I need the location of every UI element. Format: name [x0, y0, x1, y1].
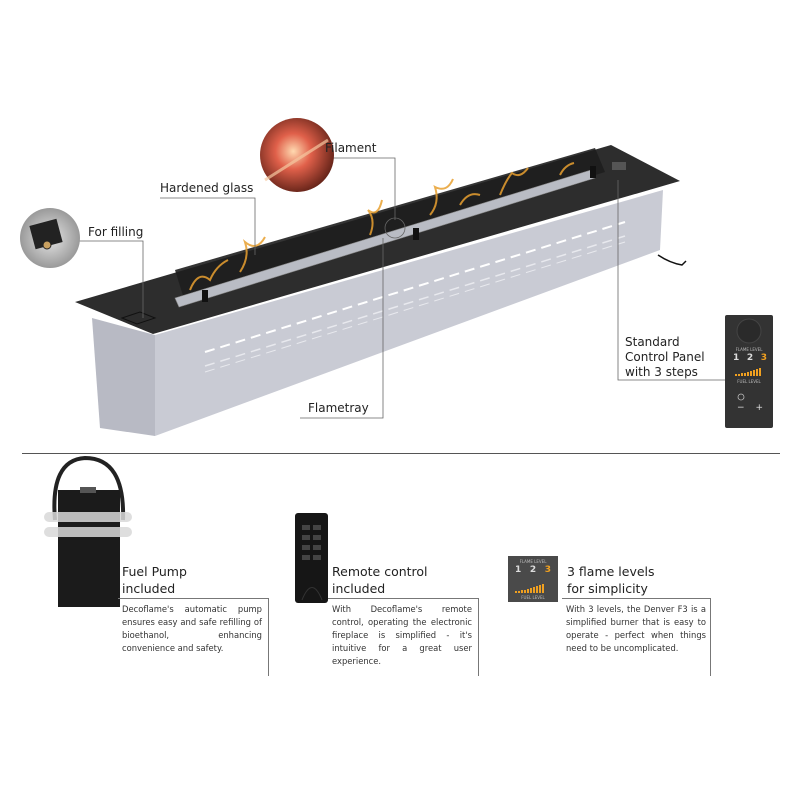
bar-clip — [413, 228, 419, 240]
label-control-panel-line: Control Panel — [625, 350, 705, 364]
feature-desc-flame-levels: With 3 levels, the Denver F3 is a simpli… — [566, 604, 706, 653]
feature-box-remote — [328, 598, 479, 676]
bar-clip — [590, 166, 596, 178]
control-panel-levels: 1 2 3 — [733, 353, 767, 363]
remote-control-image — [295, 513, 328, 603]
power-cord — [657, 254, 687, 266]
label-for-filling: For filling — [88, 225, 144, 239]
feature-title-flame-levels: 3 flame levels for simplicity — [567, 563, 655, 597]
feature-title-line: for simplicity — [567, 581, 648, 596]
mini-level-3: 3 — [544, 565, 551, 575]
label-hardened-glass: Hardened glass — [160, 181, 254, 195]
level-1[interactable]: 1 — [733, 353, 740, 363]
vent-slots — [204, 221, 626, 373]
filling-hatch-cover — [120, 311, 157, 325]
bar-clip — [202, 290, 208, 302]
plus-button[interactable]: + — [755, 403, 763, 413]
feature-title-line: included — [122, 581, 176, 596]
control-panel-flame-level: FLAME LEVEL — [735, 347, 763, 352]
mini-fuel-level: FUEL LEVEL — [521, 595, 545, 600]
flame-levels-image — [508, 556, 558, 602]
feature-title-line: Remote control — [332, 564, 428, 579]
filament-inset-image — [260, 118, 334, 192]
level-2[interactable]: 2 — [746, 353, 754, 363]
label-control-panel: Standard Control Panel with 3 steps — [625, 335, 705, 380]
control-buttons — [612, 162, 626, 170]
minus-button[interactable]: − — [737, 403, 745, 413]
label-flametray: Flametray — [308, 401, 369, 415]
label-control-panel-line: Standard — [625, 335, 680, 349]
control-panel-adjust: − + — [737, 403, 763, 413]
section-divider — [22, 453, 780, 454]
feature-title-fuel-pump: Fuel Pump included — [122, 563, 187, 597]
callout-lines — [78, 157, 725, 419]
mini-level-2: 2 — [529, 565, 537, 575]
level-3[interactable]: 3 — [760, 353, 767, 363]
mini-flame-level: FLAME LEVEL — [519, 559, 547, 564]
fuel-pump-image — [44, 455, 132, 607]
feature-title-line: 3 flame levels — [567, 564, 655, 579]
label-filament: Filament — [325, 141, 377, 155]
control-panel-image — [725, 315, 773, 428]
feature-title-remote: Remote control included — [332, 563, 428, 597]
feature-desc-remote: With Decoflame's remote control, operati… — [332, 604, 472, 666]
flames — [189, 162, 575, 291]
feature-title-line: Fuel Pump — [122, 564, 187, 579]
burner-side-face — [92, 318, 155, 436]
burner-front-face — [155, 190, 663, 436]
feature-box-fuel-pump — [118, 598, 269, 676]
label-control-panel-line: with 3 steps — [625, 365, 698, 379]
hardened-glass — [175, 148, 605, 302]
feature-box-flame-levels — [562, 598, 711, 676]
mini-levels: 1 2 3 — [515, 565, 551, 575]
control-panel-fuel-level: FUEL LEVEL — [737, 379, 761, 384]
mini-level-1: 1 — [515, 565, 522, 575]
feature-desc-fuel-pump: Decoflame's automatic pump ensures easy … — [122, 604, 262, 653]
feature-title-line: included — [332, 581, 386, 596]
